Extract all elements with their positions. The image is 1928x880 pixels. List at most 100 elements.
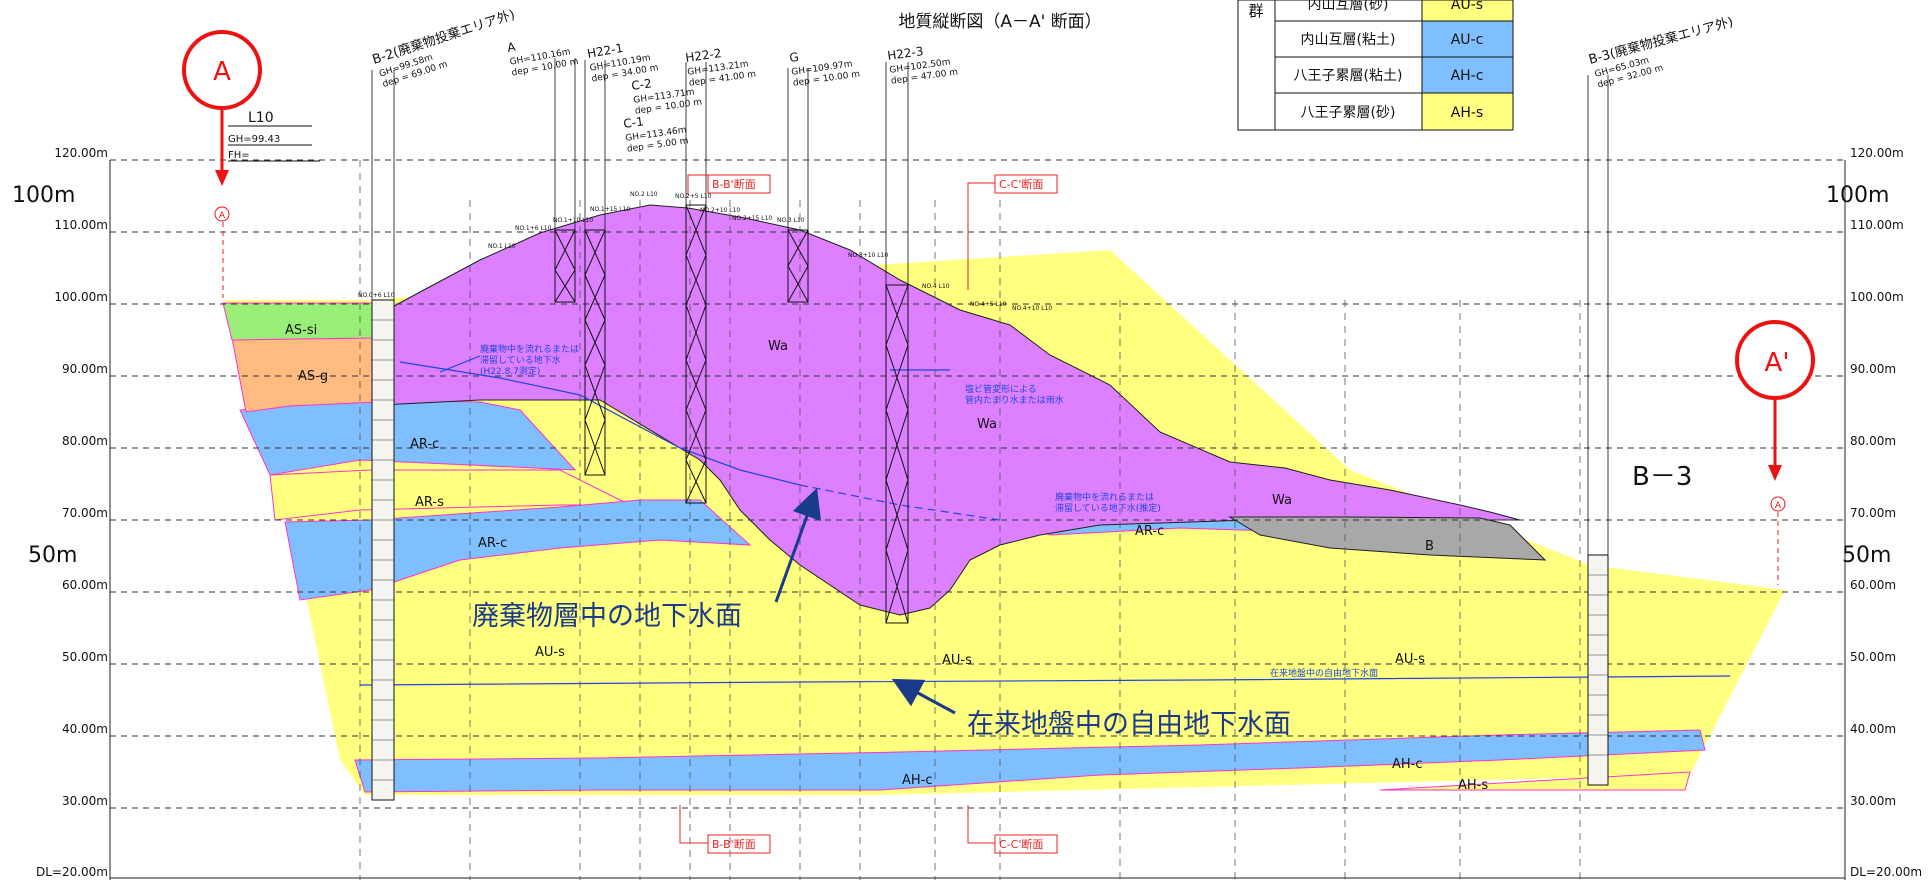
- note1-line1: 廃棄物中を流れるまたは: [480, 343, 579, 355]
- elev-right-60: 60.00m: [1850, 578, 1896, 592]
- borehole-b3-log: [1588, 574, 1608, 756]
- elev-left-40: 40.00m: [62, 722, 108, 736]
- survey-point: NO.1+6 L10: [515, 225, 552, 232]
- bb-top-marker: [687, 174, 708, 195]
- big-50-left: 50m: [28, 543, 77, 568]
- elev-left-50: 50.00m: [62, 650, 108, 664]
- survey-point: NO.4+5 L10: [970, 301, 1007, 308]
- datum-right: DL=20.00m: [1850, 865, 1922, 879]
- legend-row-1-code: AU-s: [1451, 0, 1483, 13]
- survey-point: NO.1+10 L10: [553, 217, 593, 224]
- c1-name: C-1: [622, 114, 644, 131]
- survey-gh: GH=99.43: [228, 134, 280, 145]
- survey-l10: L10: [248, 110, 274, 126]
- b3-name: B-3(廃棄物投棄エリア外): [1587, 14, 1735, 68]
- elev-left-90: 90.00m: [62, 362, 108, 376]
- legend-row-4-code: AH-s: [1451, 105, 1483, 121]
- borehole-a: [554, 229, 576, 303]
- layer-ar-c-upper: AR-c: [410, 437, 439, 452]
- survey-point: NO.4+10 L10: [1012, 305, 1052, 312]
- borehole-stems: [371, 58, 1609, 555]
- elev-right-50: 50.00m: [1850, 650, 1896, 664]
- elev-right-90: 90.00m: [1850, 362, 1896, 376]
- elev-right-40: 40.00m: [1850, 722, 1896, 736]
- layer-au-s-2: AU-s: [942, 653, 972, 668]
- survey-point: NO.4 L10: [922, 283, 950, 290]
- layer-as-si: AS-si: [285, 323, 317, 338]
- legend-group-label: 群: [1248, 2, 1263, 20]
- elev-right-120: 120.00m: [1850, 146, 1904, 160]
- callout-waste-arrow: [774, 487, 822, 603]
- callout-native-text: 在来地盤中の自由地下水面: [967, 709, 1291, 740]
- survey-point: NO.2+15 L10: [732, 215, 772, 222]
- elev-right-80: 80.00m: [1850, 434, 1896, 448]
- callouts: 廃棄物層中の地下水面 在来地盤中の自由地下水面: [472, 487, 1291, 740]
- elevation-labels-right: 120.00m 110.00m 100.00m 90.00m 80.00m 70…: [1850, 146, 1922, 879]
- c2-name: C-2: [630, 76, 652, 93]
- cc-bottom-marker: [967, 805, 995, 844]
- layer-wa-1: Wa: [768, 339, 788, 354]
- elev-left-120: 120.00m: [54, 146, 108, 160]
- borehole-h22-3: [885, 284, 909, 624]
- waste-water-table-estimated: [799, 484, 1001, 521]
- legend-row-2-name: 内山互層(粘土): [1301, 32, 1396, 48]
- section-labels: B-B'断面 C-C'断面 B-B'断面 C-C'断面: [712, 177, 1043, 851]
- marker-a-prime: A': [1765, 348, 1790, 378]
- elevation-labels-left: 120.00m 110.00m 100.00m 90.00m 80.00m 70…: [36, 146, 108, 879]
- big-50-right: 50m: [1842, 543, 1891, 568]
- note2-line2: 管内たまり水または雨水: [965, 394, 1064, 406]
- note2-line1: 塩ビ管変形による: [965, 383, 1037, 395]
- note3-line2: 滞留している地下水(推定): [1055, 502, 1161, 514]
- note1-line2: 滞留している地下水: [480, 354, 561, 366]
- b-layer: [1228, 516, 1547, 561]
- layer-wa-2: Wa: [977, 417, 997, 432]
- elev-left-70: 70.00m: [62, 506, 108, 520]
- marker-a: A: [213, 57, 231, 87]
- b2-name: B-2(廃棄物投棄エリア外): [370, 7, 517, 68]
- section-end-markers: A A A' A: [182, 30, 1815, 512]
- elev-right-30: 30.00m: [1850, 794, 1896, 808]
- survey-points: NO.0+6 L10 NO.1 L10 NO.1+6 L10 NO.1+10 L…: [358, 191, 1052, 312]
- layer-wa-3: Wa: [1272, 493, 1292, 508]
- g-name: G: [788, 50, 799, 65]
- section-bb-top: B-B'断面: [712, 177, 756, 191]
- elev-left-110: 110.00m: [54, 218, 108, 232]
- note4: 在来地盤中の自由地下水面: [1270, 667, 1378, 679]
- layer-as-g: AS-g: [298, 369, 328, 384]
- diagram-title: 地質縦断図（A－A' 断面）: [898, 12, 1101, 32]
- b3-label: B－3: [1632, 462, 1692, 492]
- native-water-table: [359, 675, 1731, 686]
- marker-a-small: A: [219, 211, 226, 221]
- callout-waste-text: 廃棄物層中の地下水面: [472, 601, 742, 632]
- legend-row-3-name: 八王子累層(粘土): [1294, 68, 1403, 84]
- survey-point: NO.0+6 L10: [358, 292, 395, 299]
- note3-line1: 廃棄物中を流れるまたは: [1055, 491, 1154, 503]
- survey-point: NO.1 L10: [488, 243, 516, 250]
- survey-point: NO.2+10 L10: [700, 207, 740, 214]
- water-annotations: 廃棄物中を流れるまたは 滞留している地下水 (H22.8.7測定) 塩ビ管変形に…: [480, 343, 1378, 679]
- layer-labels: AS-si AS-g AR-c AR-s AR-c AR-c Wa Wa Wa …: [285, 323, 1488, 793]
- bb-bottom-marker: [679, 805, 708, 844]
- borehole-b3: [1587, 554, 1609, 786]
- elev-right-70: 70.00m: [1850, 506, 1896, 520]
- survey-fh: FH=: [228, 150, 250, 161]
- boreholes: [371, 58, 1609, 801]
- cc-top-box: [994, 174, 1058, 194]
- borehole-b2: [371, 299, 395, 801]
- borehole-hatch: [554, 204, 909, 624]
- layer-ar-s: AR-s: [415, 495, 444, 510]
- legend-row-4-name: 八王子累層(砂): [1301, 105, 1396, 121]
- marker-a-prime-small: A: [1775, 501, 1782, 511]
- note1-line3: (H22.8.7測定): [480, 365, 540, 377]
- survey-point: NO.2+5 L10: [675, 193, 712, 200]
- elev-left-30: 30.00m: [62, 794, 108, 808]
- section-bb-bottom: B-B'断面: [712, 837, 756, 851]
- layer-ah-c-1: AH-c: [902, 773, 933, 788]
- layer-ar-c-right: AR-c: [1135, 524, 1164, 539]
- a-name: A: [506, 40, 517, 55]
- legend-table: 群 内山互層(砂) AU-s 内山互層(粘土) AU-c 八王子累層(粘土) A…: [1237, 0, 1514, 131]
- survey-point: NO.3+10 L10: [848, 252, 888, 259]
- elev-left-80: 80.00m: [62, 434, 108, 448]
- section-cc-bottom: C-C'断面: [999, 837, 1043, 851]
- elev-right-110: 110.00m: [1850, 218, 1904, 232]
